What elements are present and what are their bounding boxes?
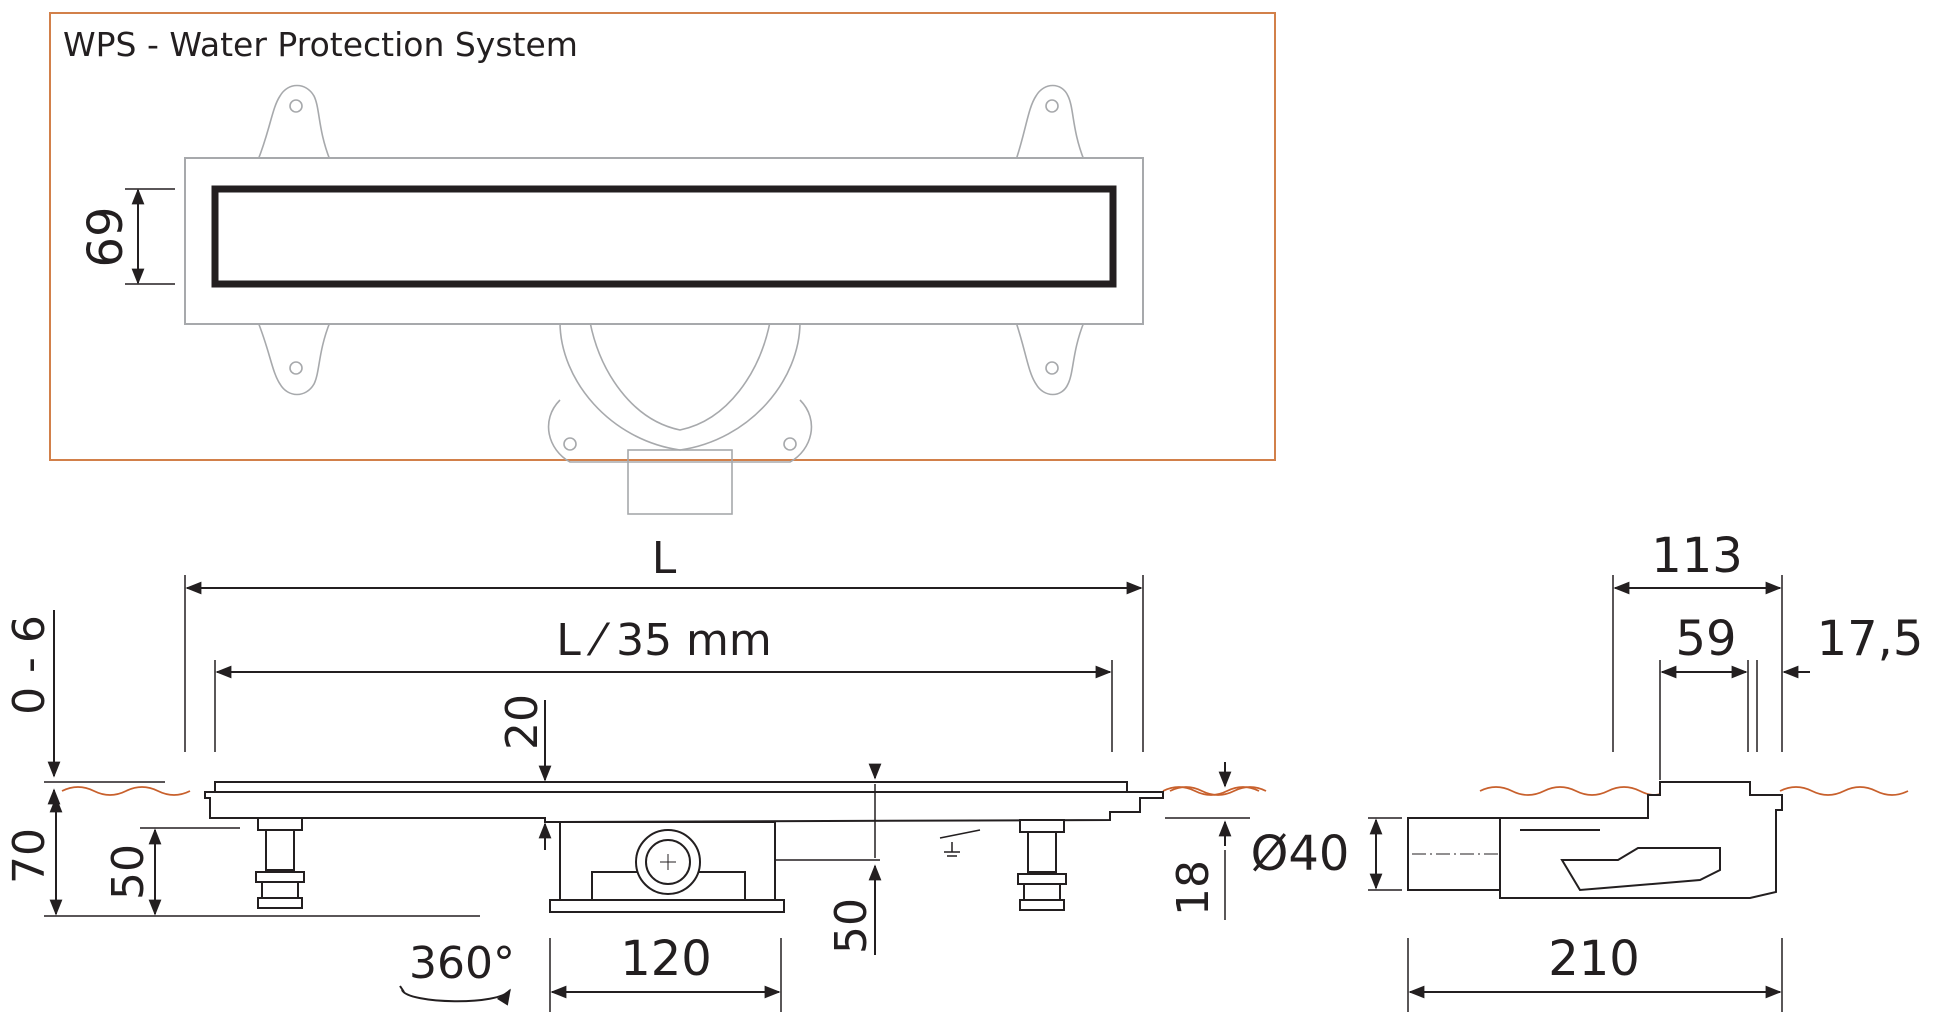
grate-outline (211, 185, 1117, 288)
channel-body (204, 781, 1164, 913)
dim-label-120: 120 (620, 931, 712, 987)
dim-side-length: 210 (1407, 931, 1783, 1012)
dim-grate-depth: 20 (497, 694, 552, 850)
dim-label-360: 360° (409, 938, 515, 989)
panel-title: WPS - Water Protection System (63, 25, 578, 64)
top-view-panel: WPS - Water Protection System (49, 12, 1276, 515)
dim-label-70: 70 (4, 828, 55, 884)
outlet-crosshair (660, 854, 676, 870)
front-section: L L ⁄ 35 mm 0 - 6 70 50 (4, 533, 1267, 1012)
dim-outlet-height: 50 (826, 763, 882, 955)
dim-label-L-minus-35: L ⁄ 35 mm (556, 615, 772, 666)
side-floor-right (1779, 786, 1909, 796)
dim-label-outlet-50: 50 (826, 898, 877, 954)
dim-label-leg-50: 50 (103, 844, 154, 900)
dim-label-diameter: Ø40 (1251, 826, 1350, 882)
dim-label-113: 113 (1651, 528, 1743, 584)
dim-label-0-6: 0 - 6 (4, 615, 55, 715)
dim-side-edge: 17,5 (1756, 611, 1924, 752)
top-view-frame (49, 12, 1276, 461)
dim-overall-length: L (184, 533, 1144, 752)
dim-top-width: 69 (78, 188, 175, 285)
dim-leg-height: 50 (103, 827, 240, 916)
floor-line-left (61, 786, 191, 796)
side-section: Ø40 113 59 17,5 210 (1251, 528, 1924, 1012)
dim-side-inner: 59 (1659, 611, 1749, 780)
earth-icon (939, 829, 981, 857)
mounting-brackets (256, 84, 1086, 515)
dim-outlet-diameter: Ø40 (1251, 817, 1402, 891)
dim-side-height: 18 (1165, 762, 1267, 920)
channel-outline (184, 157, 1144, 325)
dim-label-20: 20 (497, 694, 548, 750)
dim-label-59: 59 (1675, 611, 1736, 667)
dim-label-L: L (652, 533, 677, 584)
dim-label-18: 18 (1168, 860, 1219, 916)
rotation-indicator: 360° (399, 938, 515, 1006)
dim-total-height: 70 (4, 796, 480, 917)
dim-grate-length: L ⁄ 35 mm (214, 615, 1113, 752)
dim-height-adjust: 0 - 6 (4, 610, 165, 805)
dim-label-17-5: 17,5 (1817, 611, 1924, 667)
dim-outlet-base: 120 (549, 931, 782, 1012)
side-body (1407, 781, 1783, 899)
dim-side-width: 113 (1612, 528, 1783, 752)
side-floor-left (1479, 786, 1667, 796)
dim-label-69: 69 (78, 206, 134, 267)
dim-label-210: 210 (1548, 931, 1640, 987)
